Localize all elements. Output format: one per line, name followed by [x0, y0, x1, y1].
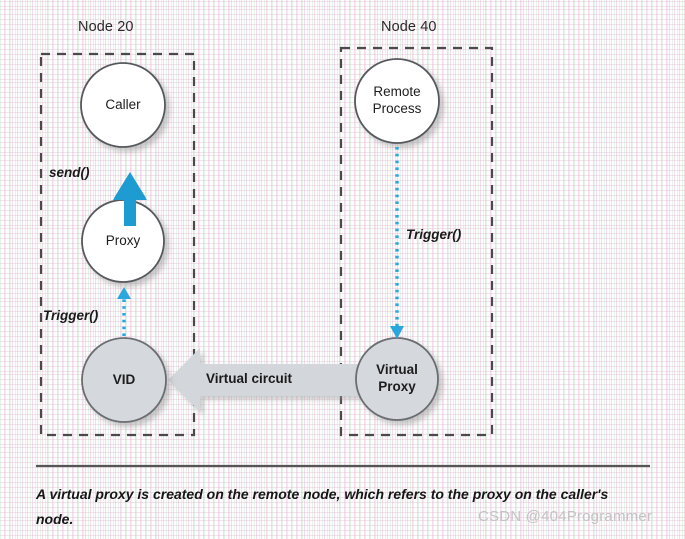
trigger-left-label: Trigger(): [43, 308, 99, 323]
virtual-circuit-label: Virtual circuit: [206, 371, 293, 386]
send-arrow: [113, 172, 147, 226]
trigger-right-label: Trigger(): [406, 227, 462, 242]
node-20-title: Node 20: [78, 19, 134, 35]
virtual-circuit-arrow: [168, 348, 361, 412]
caller-node[interactable]: [80, 62, 166, 148]
figure-caption: A virtual proxy is created on the remote…: [36, 486, 609, 527]
virtual-proxy-node[interactable]: [355, 337, 439, 421]
vid-node[interactable]: [81, 337, 167, 423]
watermark: CSDN @404Programmer: [478, 508, 653, 525]
trigger-right-arrow: [390, 147, 404, 339]
trigger-left-arrow: [117, 287, 131, 336]
send-label: send(): [49, 165, 90, 180]
node-20-boundary: [39, 52, 196, 437]
node-40-boundary: [339, 46, 494, 437]
node-40-title: Node 40: [381, 19, 437, 35]
proxy-node[interactable]: [81, 199, 165, 283]
remote-process-node[interactable]: [354, 58, 440, 144]
